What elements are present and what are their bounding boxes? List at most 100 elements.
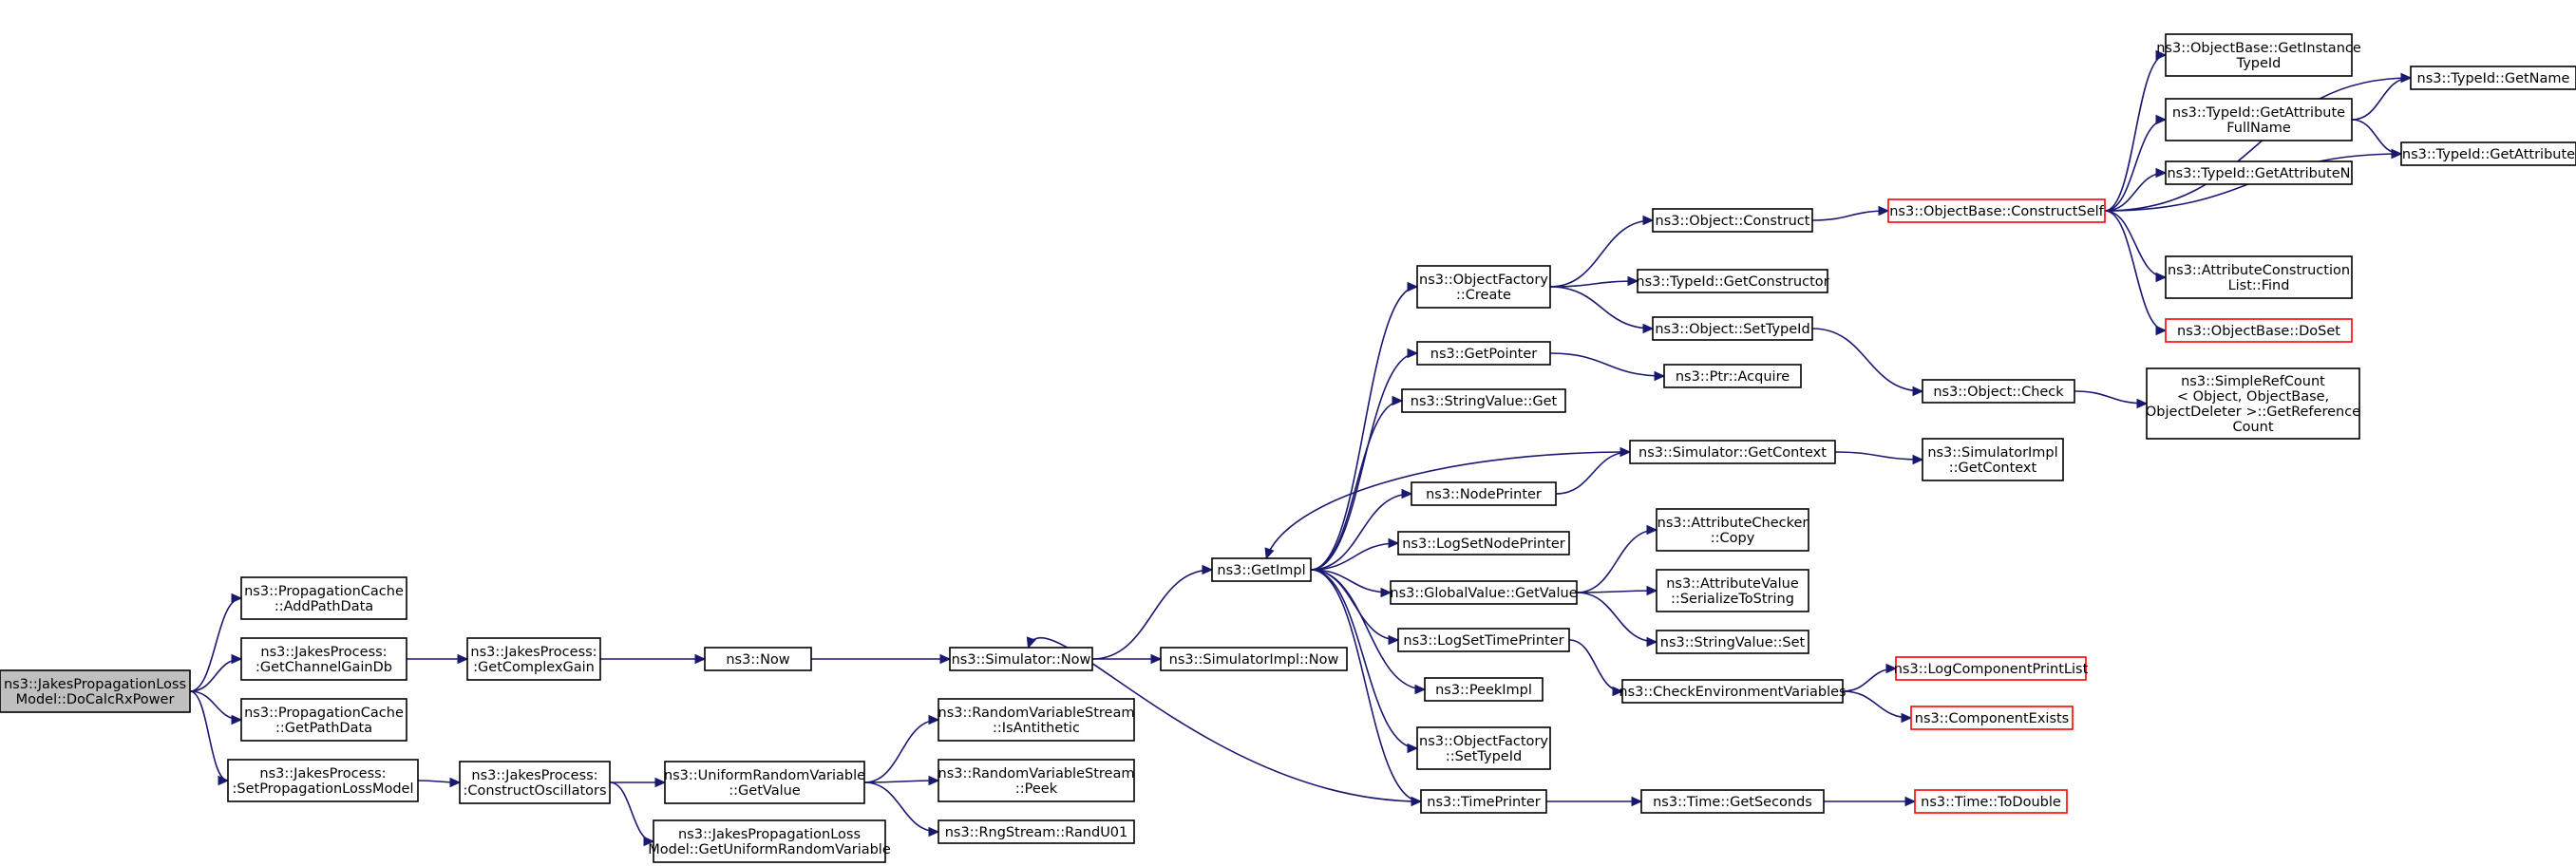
node-box: [938, 698, 1135, 742]
node-label: FullName: [2226, 121, 2291, 136]
node-label: :ConstructOscillators: [463, 783, 606, 799]
function-node-obj-settypeid[interactable]: ns3::Object::SetTypeId: [1652, 316, 1813, 341]
function-node-rvs-peek[interactable]: ns3::RandomVariableStream::Peek: [938, 759, 1135, 802]
node-label: TypeId: [2236, 56, 2282, 71]
function-node-tid-getattrn[interactable]: ns3::TypeId::GetAttributeN: [2165, 160, 2353, 185]
node-label: ns3::UniformRandomVariable: [664, 768, 865, 783]
node-label: ns3::Object::Construct: [1656, 214, 1810, 229]
node-box: [1656, 630, 1809, 654]
node-box: [1887, 198, 2106, 223]
node-box: [1656, 508, 1809, 552]
function-node-sim-now[interactable]: ns3::Simulator::Now: [949, 647, 1093, 671]
function-node-sim-getctx[interactable]: ns3::Simulator::GetContext: [1629, 440, 1836, 464]
call-edge: [1310, 488, 1413, 571]
function-node-simimpl-getctx[interactable]: ns3::SimulatorImpl::GetContext: [1922, 438, 2064, 481]
node-box: [1401, 388, 1566, 413]
function-node-urv-getvalue[interactable]: ns3::UniformRandomVariable::GetValue: [664, 761, 865, 804]
call-edge: [406, 653, 469, 665]
function-node-time-todouble[interactable]: ns3::Time::ToDouble: [1914, 789, 2068, 814]
call-edge: [1264, 451, 1631, 560]
function-node-checkenv[interactable]: ns3::CheckEnvironmentVariables: [1619, 679, 1847, 704]
node-label: ns3::GetPointer: [1430, 347, 1538, 362]
function-node-src-getref[interactable]: ns3::SimpleRefCount< Object, ObjectBase,…: [2146, 367, 2360, 440]
function-node-obj-check[interactable]: ns3::Object::Check: [1922, 379, 2075, 404]
function-node-rng-randu01[interactable]: ns3::RngStream::RandU01: [938, 819, 1135, 844]
node-label: ns3::SimulatorImpl: [1927, 445, 2057, 461]
function-node-rvs-anti[interactable]: ns3::RandomVariableStream::IsAntithetic: [938, 698, 1135, 742]
node-label: ns3::AttributeConstruction: [2168, 263, 2350, 278]
node-label: ns3::LogComponentPrintList: [1894, 662, 2089, 677]
function-node-jplm-geturv[interactable]: ns3::JakesPropagationLossModel::GetUnifo…: [648, 819, 891, 863]
function-node-simimpl-now[interactable]: ns3::SimulatorImpl::Now: [1160, 647, 1348, 671]
node-box: [2165, 318, 2353, 343]
call-edge: [1310, 281, 1419, 571]
node-box: [1922, 438, 2064, 481]
function-node-jp-osc[interactable]: ns3::JakesProcess::ConstructOscillators: [459, 761, 611, 804]
function-node-ob-constructself[interactable]: ns3::ObjectBase::ConstructSelf: [1887, 198, 2106, 223]
function-node-ptr-acquire[interactable]: ns3::Ptr::Acquire: [1663, 364, 1802, 388]
node-label: ns3::JakesProcess:: [470, 645, 597, 660]
call-edge: [1310, 569, 1392, 598]
call-edge: [863, 775, 940, 786]
function-node-sv-get[interactable]: ns3::StringValue::Get: [1401, 388, 1566, 413]
node-box: [949, 647, 1093, 671]
call-edge: [863, 781, 940, 838]
node-box: [938, 759, 1135, 802]
node-box: [938, 819, 1135, 844]
node-label: ::AddPathData: [275, 599, 373, 614]
function-node-jp-complex[interactable]: ns3::JakesProcess::GetComplexGain: [466, 637, 601, 681]
call-edge: [863, 714, 940, 783]
function-node-time-getsec[interactable]: ns3::Time::GetSeconds: [1640, 789, 1825, 814]
node-label: List::Find: [2228, 278, 2290, 293]
function-node-timeprinter[interactable]: ns3::TimePrinter: [1420, 789, 1547, 814]
node-label: ns3::StringValue::Get: [1411, 394, 1558, 409]
call-edge: [1811, 328, 1924, 397]
function-node-getpointer[interactable]: ns3::GetPointer: [1416, 341, 1551, 366]
function-node-gv-getvalue[interactable]: ns3::GlobalValue::GetValue: [1390, 580, 1578, 605]
node-label: ns3::Simulator::Now: [952, 652, 1091, 668]
function-node-compexists[interactable]: ns3::ComponentExists: [1910, 706, 2074, 730]
function-node-logsetnodeprinter[interactable]: ns3::LogSetNodePrinter: [1397, 531, 1570, 555]
function-node-pc-get[interactable]: ns3::PropagationCache::GetPathData: [240, 698, 407, 742]
call-edge: [2104, 210, 2168, 336]
node-box: [1640, 789, 1825, 814]
function-node-sv-set[interactable]: ns3::StringValue::Set: [1656, 630, 1809, 654]
function-node-now[interactable]: ns3::Now: [704, 647, 812, 671]
node-label: ns3::Time::GetSeconds: [1653, 795, 1812, 810]
function-node-jp-setplm[interactable]: ns3::JakesProcess::SetPropagationLossMod…: [227, 759, 419, 802]
function-node-logsettimeprinter[interactable]: ns3::LogSetTimePrinter: [1397, 628, 1570, 652]
node-label: ns3::ComponentExists: [1915, 711, 2070, 726]
function-node-tid-getctor[interactable]: ns3::TypeId::GetConstructor: [1636, 269, 1829, 293]
function-node-tid-getattr[interactable]: ns3::TypeId::GetAttribute: [2400, 141, 2576, 166]
function-node-tid-getname[interactable]: ns3::TypeId::GetName: [2410, 66, 2576, 90]
function-node-jp-gain-db[interactable]: ns3::JakesProcess::GetChannelGainDb: [240, 637, 407, 681]
node-label: ns3::TypeId::GetConstructor: [1636, 274, 1828, 290]
call-edge: [810, 653, 952, 665]
node-label: ns3::Simulator::GetContext: [1638, 445, 1827, 461]
function-node-nodeprinter[interactable]: ns3::NodePrinter: [1411, 481, 1557, 506]
node-label: ns3::Time::ToDouble: [1921, 795, 2061, 810]
function-node-ac-copy[interactable]: ns3::AttributeChecker::Copy: [1656, 508, 1809, 552]
function-node-obj-construct[interactable]: ns3::Object::Construct: [1652, 208, 1813, 233]
node-label: ::Create: [1456, 288, 1511, 303]
call-edge: [1310, 569, 1400, 646]
function-node-ob-doset[interactable]: ns3::ObjectBase::DoSet: [2165, 318, 2353, 343]
function-node-pc-add[interactable]: ns3::PropagationCache::AddPathData: [240, 576, 407, 620]
function-node-logcomp-print[interactable]: ns3::LogComponentPrintList: [1894, 656, 2089, 681]
function-node-of-settypeid[interactable]: ns3::ObjectFactory::SetTypeId: [1416, 726, 1551, 770]
call-edge: [2104, 114, 2168, 212]
node-label: Count: [2232, 420, 2273, 435]
call-edge: [2104, 167, 2168, 212]
function-node-getimpl[interactable]: ns3::GetImpl: [1211, 557, 1312, 582]
node-label: ns3::LogSetNodePrinter: [1402, 537, 1565, 552]
node-label: ns3::PropagationCache: [244, 706, 404, 721]
function-node-peekimpl[interactable]: ns3::PeekImpl: [1424, 677, 1544, 702]
function-node-root: ns3::JakesPropagationLossModel::DoCalcRx…: [0, 669, 191, 713]
node-box: [2410, 66, 2576, 90]
function-node-of-create[interactable]: ns3::ObjectFactory::Create: [1416, 265, 1551, 309]
function-node-av-serialize[interactable]: ns3::AttributeValue::SerializeToString: [1656, 569, 1809, 612]
